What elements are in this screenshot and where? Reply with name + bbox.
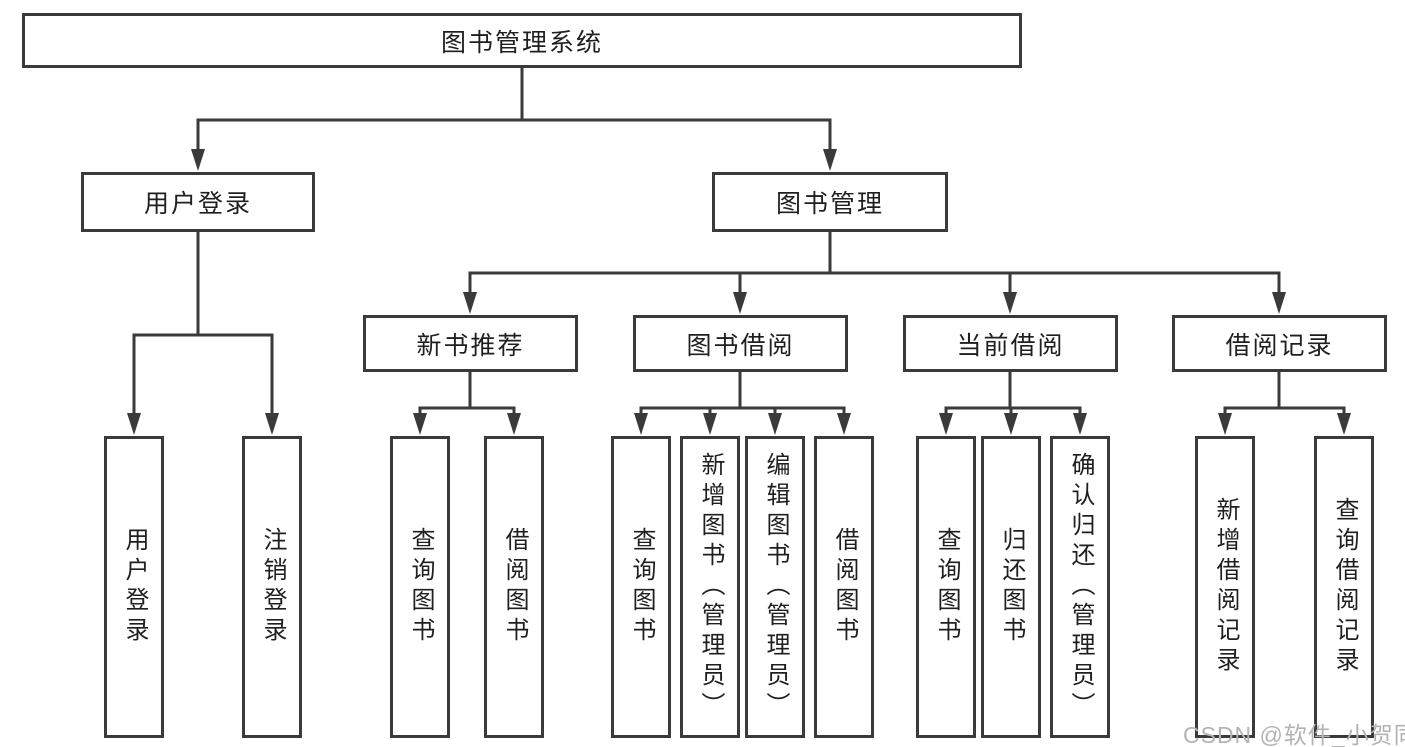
node-borrow-records: 借阅记录 [1172,315,1387,372]
node-leaf-query-books-2: 查询图书 [611,436,671,738]
node-user-login-branch: 用户登录 [81,172,315,232]
node-root-system: 图书管理系统 [22,13,1022,68]
node-leaf-borrow-books-1: 借阅图书 [484,436,544,738]
node-leaf-edit-books-admin: 编辑图书（管理员） [745,436,805,738]
csdn-watermark: CSDN @软件_小贺同学 [1183,722,1405,747]
node-leaf-confirm-return-admin: 确认归还（管理员） [1050,436,1110,738]
node-leaf-query-borrow-record: 查询借阅记录 [1314,436,1374,738]
node-book-borrow: 图书借阅 [633,315,848,372]
node-new-book-recommend: 新书推荐 [363,315,578,372]
node-leaf-add-borrow-record: 新增借阅记录 [1195,436,1255,738]
node-current-borrow: 当前借阅 [903,315,1118,372]
node-book-management-branch: 图书管理 [712,172,948,232]
node-leaf-query-books-3: 查询图书 [916,436,976,738]
node-leaf-return-books: 归还图书 [981,436,1041,738]
node-leaf-query-books-1: 查询图书 [390,436,450,738]
node-leaf-user-login: 用户登录 [104,436,164,738]
node-leaf-logout: 注销登录 [242,436,302,738]
node-leaf-add-books-admin: 新增图书（管理员） [680,436,740,738]
node-leaf-borrow-books-2: 借阅图书 [814,436,874,738]
